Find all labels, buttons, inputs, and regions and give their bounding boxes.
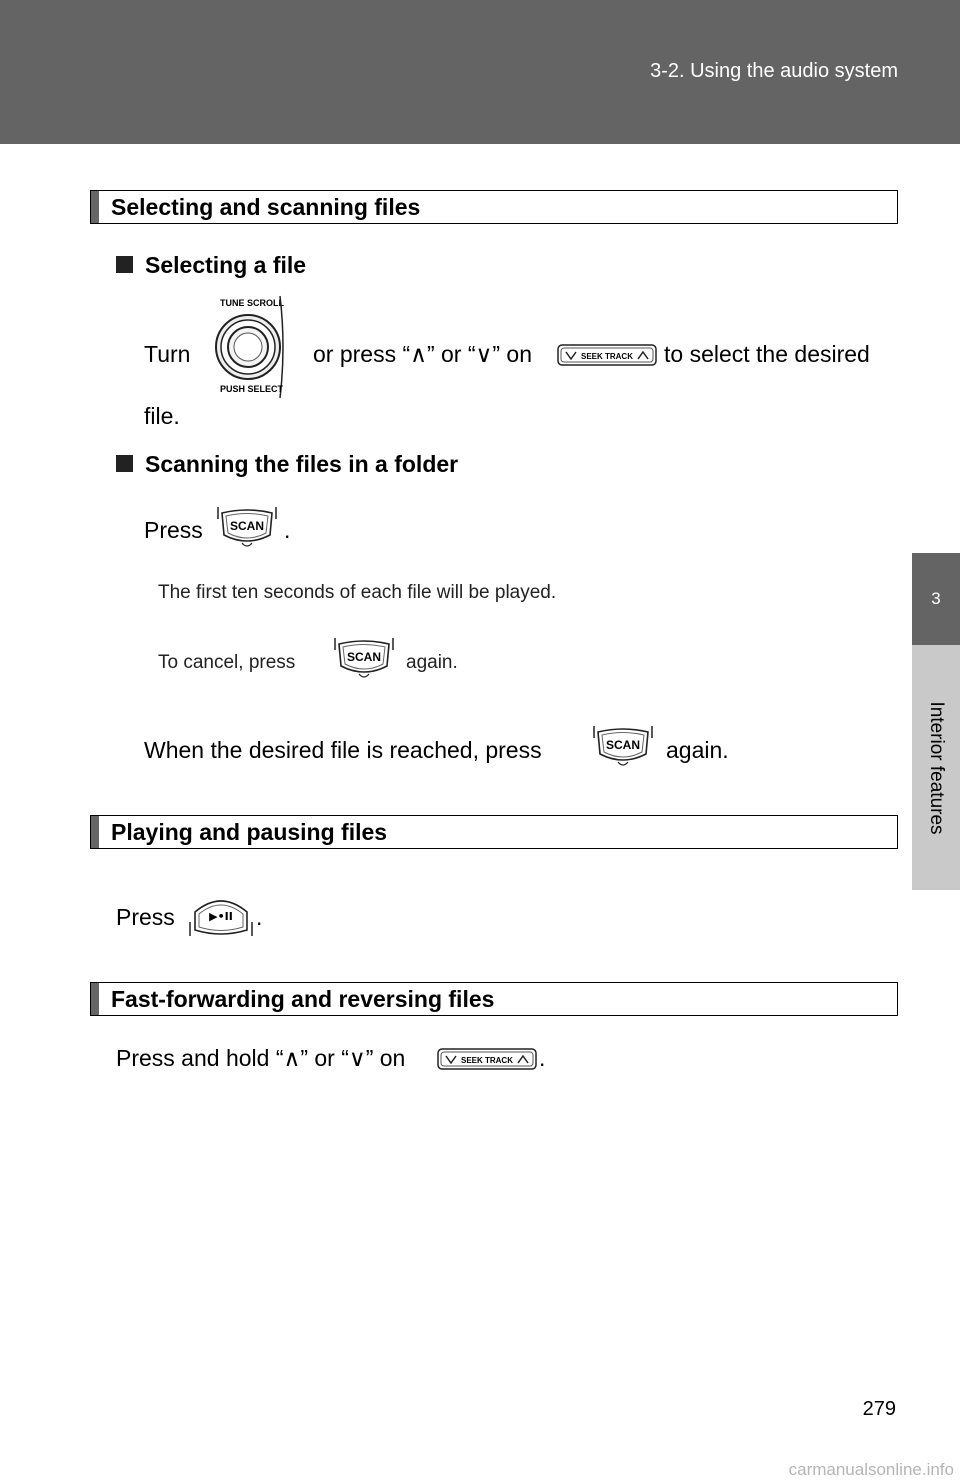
play-pause-label: ▶•II	[209, 910, 233, 923]
text-period: .	[256, 904, 263, 930]
seek-track-icon: SEEK TRACK	[437, 1048, 537, 1070]
text-press-hold: Press and hold “∧” or “∨” on	[116, 1045, 406, 1071]
scan-label: SCAN	[230, 519, 264, 533]
section-heading-selecting-scanning: Selecting and scanning files	[90, 190, 898, 224]
text-again: again.	[666, 737, 729, 763]
text-to-select: to select the desired	[664, 341, 870, 367]
note-cancel: To cancel, press	[158, 652, 296, 673]
text-turn: Turn	[144, 341, 191, 367]
scan-label: SCAN	[606, 738, 640, 752]
scan-button-icon: SCAN	[593, 726, 653, 766]
watermark: carmanualsonline.info	[788, 1460, 954, 1479]
text-or-press: or press “∧” or “∨” on	[313, 341, 532, 367]
section-heading-fast-forward: Fast-forwarding and reversing files	[90, 982, 898, 1016]
scan-label: SCAN	[347, 650, 381, 664]
text-period: .	[539, 1045, 546, 1071]
note-cancel-again: again.	[406, 652, 458, 673]
text-desired-reached: When the desired file is reached, press	[144, 737, 542, 763]
side-strip	[912, 645, 960, 890]
note-first-ten-seconds: The first ten seconds of each file will …	[158, 582, 557, 603]
scan-button-icon: SCAN	[217, 507, 277, 547]
chapter-number-tab: 3	[912, 553, 960, 645]
push-select-label: PUSH SELECT	[220, 384, 284, 394]
seek-track-icon: SEEK TRACK	[557, 344, 657, 366]
subheading-scanning-folder: Scanning the files in a folder	[116, 451, 458, 478]
seek-track-label: SEEK TRACK	[581, 352, 633, 361]
tune-scroll-label: TUNE SCROLL	[220, 298, 285, 308]
section-heading-playing-pausing: Playing and pausing files	[90, 815, 898, 849]
play-pause-button-icon: ▶•II	[189, 900, 253, 936]
text-file: file.	[144, 403, 180, 429]
seek-track-label: SEEK TRACK	[461, 1056, 513, 1065]
tune-knob-icon: TUNE SCROLL PUSH SELECT	[215, 295, 285, 399]
chapter-title: 3-2. Using the audio system	[650, 60, 898, 82]
page-number: 279	[862, 1398, 896, 1420]
page-header: 3-2. Using the audio system	[0, 0, 960, 144]
text-press-scan: Press	[144, 517, 203, 543]
text-period: .	[284, 517, 291, 543]
subheading-selecting-file: Selecting a file	[116, 252, 306, 279]
text-press-play: Press	[116, 904, 175, 930]
scan-button-icon: SCAN	[334, 638, 394, 678]
chapter-number: 3	[931, 589, 941, 608]
